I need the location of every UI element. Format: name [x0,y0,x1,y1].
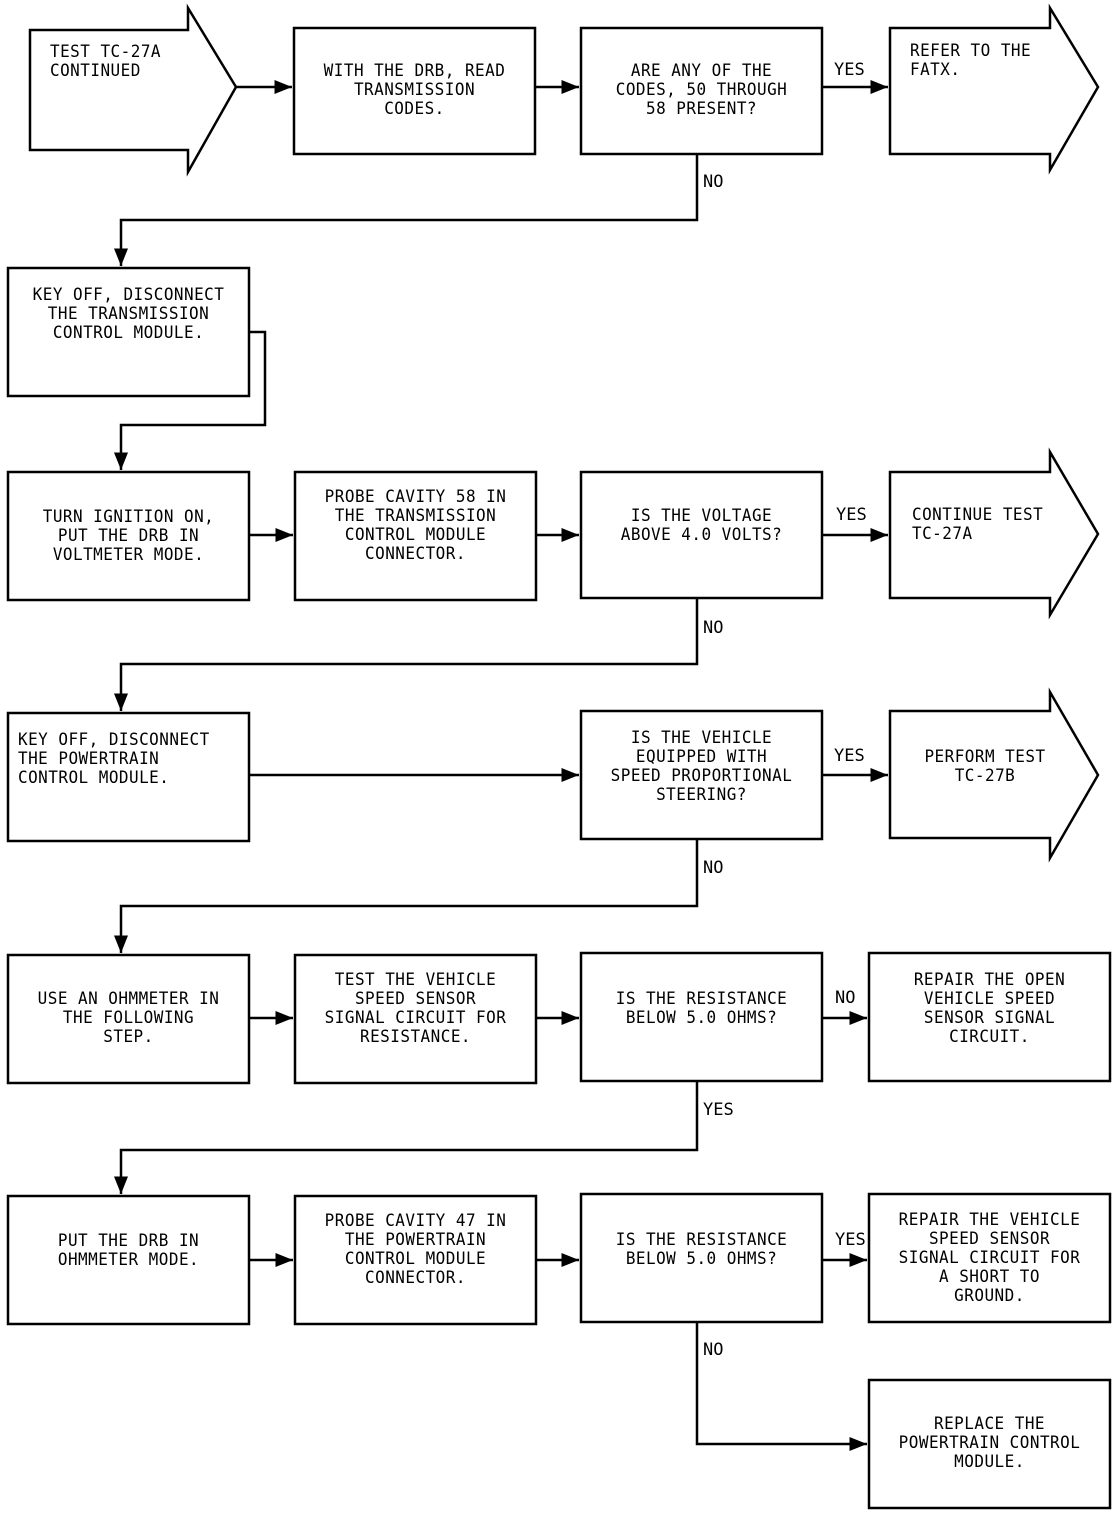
drb-ohmmeter-label: PUT THE DRB IN OHMMETER MODE. [57,1231,200,1270]
connector-res2-no [695,1322,867,1451]
continue-test-label: CONTINUE TEST TC-27A [912,505,1044,544]
probe-cavity-58-label: PROBE CAVITY 58 IN THE TRANSMISSION CONT… [324,487,507,564]
test-vss-label: TEST THE VEHICLE SPEED SENSOR SIGNAL CIR… [324,970,507,1047]
test-vss-box [293,953,538,1085]
repair-open-label: REPAIR THE OPEN VEHICLE SPEED SENSOR SIG… [913,970,1066,1047]
start-label: TEST TC-27A CONTINUED [50,42,162,81]
branch-no-3: NO [703,858,724,878]
key-off-tcm-label: KEY OFF, DISCONNECT THE TRANSMISSION CON… [32,285,225,343]
resistance-question-2-label: IS THE RESISTANCE BELOW 5.0 OHMS? [615,1230,788,1269]
probe-cavity-47-label: PROBE CAVITY 47 IN THE POWERTRAIN CONTRO… [324,1211,507,1288]
resistance-question-1-box [579,951,824,1083]
use-ohmmeter-label: USE AN OHMMETER IN THE FOLLOWING STEP. [37,989,220,1047]
steering-question-label: IS THE VEHICLE EQUIPPED WITH SPEED PROPO… [610,728,793,805]
ignition-on-label: TURN IGNITION ON, PUT THE DRB IN VOLTMET… [42,507,215,565]
use-ohmmeter-box [6,953,251,1085]
codes-question-box [579,26,824,156]
continue-test-arrow-shape [888,447,1100,620]
connector-steering-no [114,839,699,953]
voltage-question-label: IS THE VOLTAGE ABOVE 4.0 VOLTS? [620,506,783,545]
read-codes-label: WITH THE DRB, READ TRANSMISSION CODES. [323,61,506,119]
branch-yes-2: YES [836,505,867,525]
probe-cavity-58-box [293,470,538,602]
start-arrow-shape [28,3,238,177]
perform-test-arrow-shape [888,687,1100,863]
resistance-question-2-box [579,1192,824,1324]
replace-pcm-box [867,1378,1112,1510]
connector-res1-yes [114,1081,699,1194]
read-codes-box [292,26,537,156]
connector-tcm-to-ignition [114,330,267,470]
refer-fatx-label: REFER TO THE FATX. [910,41,1032,80]
repair-open-box [867,951,1112,1083]
connector-voltage-no [114,598,699,711]
resistance-question-1-label: IS THE RESISTANCE BELOW 5.0 OHMS? [615,989,788,1028]
probe-cavity-47-box [293,1194,538,1326]
repair-short-box [867,1192,1112,1324]
key-off-pcm-box [6,711,251,843]
branch-yes-4: YES [703,1100,734,1120]
branch-yes-3: YES [834,746,865,766]
codes-question-label: ARE ANY OF THE CODES, 50 THROUGH 58 PRES… [615,61,788,119]
branch-no-5: NO [703,1340,724,1360]
repair-short-label: REPAIR THE VEHICLE SPEED SENSOR SIGNAL C… [898,1210,1081,1306]
drb-ohmmeter-box [6,1194,251,1326]
branch-no-1: NO [703,172,724,192]
replace-pcm-label: REPLACE THE POWERTRAIN CONTROL MODULE. [898,1414,1081,1472]
branch-no-4: NO [835,988,856,1008]
connector-codes-no [114,154,699,266]
refer-fatx-arrow-shape [888,3,1100,175]
branch-no-2: NO [703,618,724,638]
steering-question-box [579,709,824,841]
key-off-pcm-label: KEY OFF, DISCONNECT THE POWERTRAIN CONTR… [18,730,210,788]
branch-yes-5: YES [835,1230,866,1250]
perform-test-label: PERFORM TEST TC-27B [924,747,1046,786]
branch-yes-1: YES [834,60,865,80]
